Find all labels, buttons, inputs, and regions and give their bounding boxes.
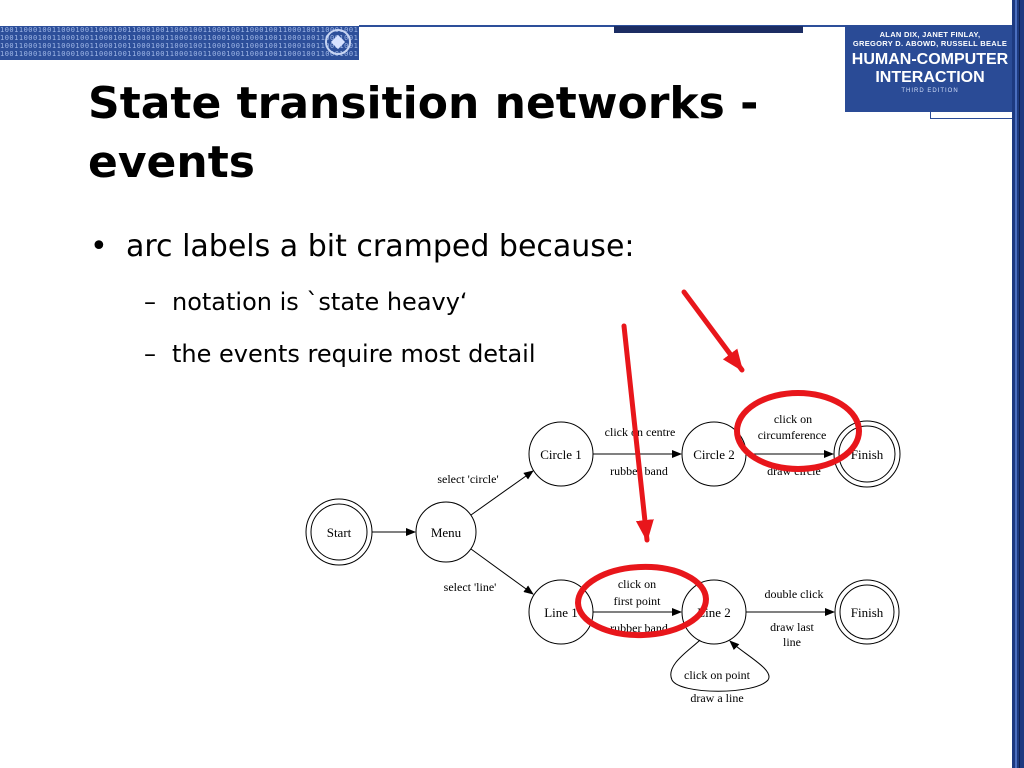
header-rule [359,25,859,27]
arc-label-select-circle: select 'circle' [437,472,498,486]
arc-label-click-circ-1: click on [774,412,812,426]
book-title: HUMAN-COMPUTER INTERACTION [845,51,1015,87]
state-start [310,503,368,561]
right-side-bar [1012,0,1024,768]
highlight-first-point [575,563,709,639]
slide-title: State transition networks - events [88,74,808,192]
arc-label-click-point: click on point [684,668,751,682]
book-authors-line-2: GREGORY D. ABOWD, RUSSELL BEALE [852,39,1008,48]
arc-label-click-centre: click on centre [605,425,676,439]
node-label-finish-bottom: Finish [851,605,884,620]
arc-label-double-click: double click [765,587,824,601]
state-finish-top-outer [833,420,901,488]
highlight-circumference [734,390,862,472]
arc-label-draw-line: draw a line [690,691,743,705]
node-label-menu: Menu [431,525,462,540]
book-title-line-1: HUMAN-COMPUTER [851,51,1009,68]
node-label-circle-2: Circle 2 [693,447,735,462]
sub-point-text: the events require most detail [172,340,536,368]
bullet-text: arc labels a bit cramped because: [126,229,635,264]
arc-select-circle [470,470,534,516]
state-menu [415,501,477,563]
binary-pattern: 1001100010011000100110001001100010011000… [0,26,359,58]
slide-title-line-1: State transition networks - [88,78,759,129]
sub-point-1: –notation is `state heavy‘ [144,286,468,318]
header-banner: 1001100010011000100110001001100010011000… [0,26,359,60]
arc-label-draw-last-2: line [783,635,801,649]
sub-point-2: –the events require most detail [144,338,536,370]
annotation-arrow-down [621,323,654,543]
node-label-start: Start [327,525,352,540]
slide-title-line-2: events [88,137,255,188]
arc-label-select-line: select 'line' [444,580,497,594]
bullet-icon: • [90,229,108,264]
sub-point-text: notation is `state heavy‘ [172,288,468,316]
header-accent [614,26,803,33]
node-label-circle-1: Circle 1 [540,447,582,462]
book-cover-logo: ALAN DIX, JANET FINLAY, GREGORY D. ABOWD… [845,25,1015,112]
book-authors: ALAN DIX, JANET FINLAY, GREGORY D. ABOWD… [845,30,1015,48]
arc-label-click-circ-2: circumference [758,428,827,442]
state-finish-bottom-outer [834,579,900,645]
book-edition: THIRD EDITION [901,88,959,94]
arc-label-click-first-2: first point [614,594,662,608]
book-title-line-2: INTERACTION [875,69,985,86]
arc-self-loop [670,639,770,692]
node-label-finish-top: Finish [851,447,884,462]
ornament-icon [325,29,351,55]
arc-label-draw-last-1: draw last [770,620,814,634]
dash-icon: – [144,288,156,316]
dash-icon: – [144,340,156,368]
bullet-point: • arc labels a bit cramped because: [90,227,635,267]
node-label-line-1: Line 1 [544,605,578,620]
arc-label-click-first-1: click on [618,577,656,591]
state-finish-top [838,425,896,483]
state-finish-bottom [839,584,895,640]
book-authors-line-1: ALAN DIX, JANET FINLAY, [879,30,981,39]
arc-select-line [470,548,534,595]
annotation-arrow-right [681,289,745,373]
